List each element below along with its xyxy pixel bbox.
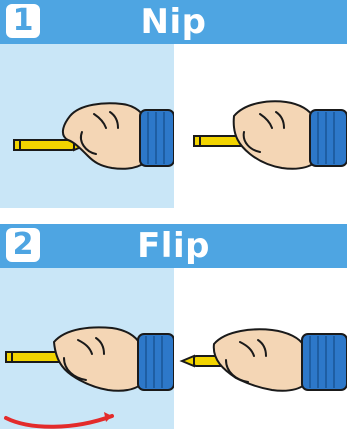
sleeve-icon	[310, 110, 347, 166]
hand-icon	[54, 327, 142, 390]
step-2-title: Flip	[0, 224, 347, 268]
step-2-header: 2 Flip	[0, 224, 347, 268]
step-1-header: 1 Nip	[0, 0, 347, 44]
rotation-arrow-icon	[6, 412, 112, 427]
step-1-right-panel	[174, 44, 347, 208]
hand-icon	[63, 103, 146, 168]
step-1-left-illustration	[0, 44, 174, 208]
hand-icon	[214, 329, 306, 390]
step-2-left-illustration	[0, 268, 174, 429]
step-1-right-illustration	[174, 44, 347, 208]
step-1-left-panel	[0, 44, 174, 208]
step-2: 2 Flip	[0, 224, 347, 429]
sleeve-icon	[140, 110, 174, 166]
step-2-left-panel	[0, 268, 174, 429]
step-1: 1 Nip	[0, 0, 347, 212]
hand-icon	[234, 101, 316, 168]
sleeve-icon	[138, 334, 174, 390]
step-2-right-panel	[174, 268, 347, 429]
step-2-right-illustration	[174, 268, 347, 429]
sleeve-icon	[302, 334, 347, 390]
step-1-title: Nip	[0, 0, 347, 44]
